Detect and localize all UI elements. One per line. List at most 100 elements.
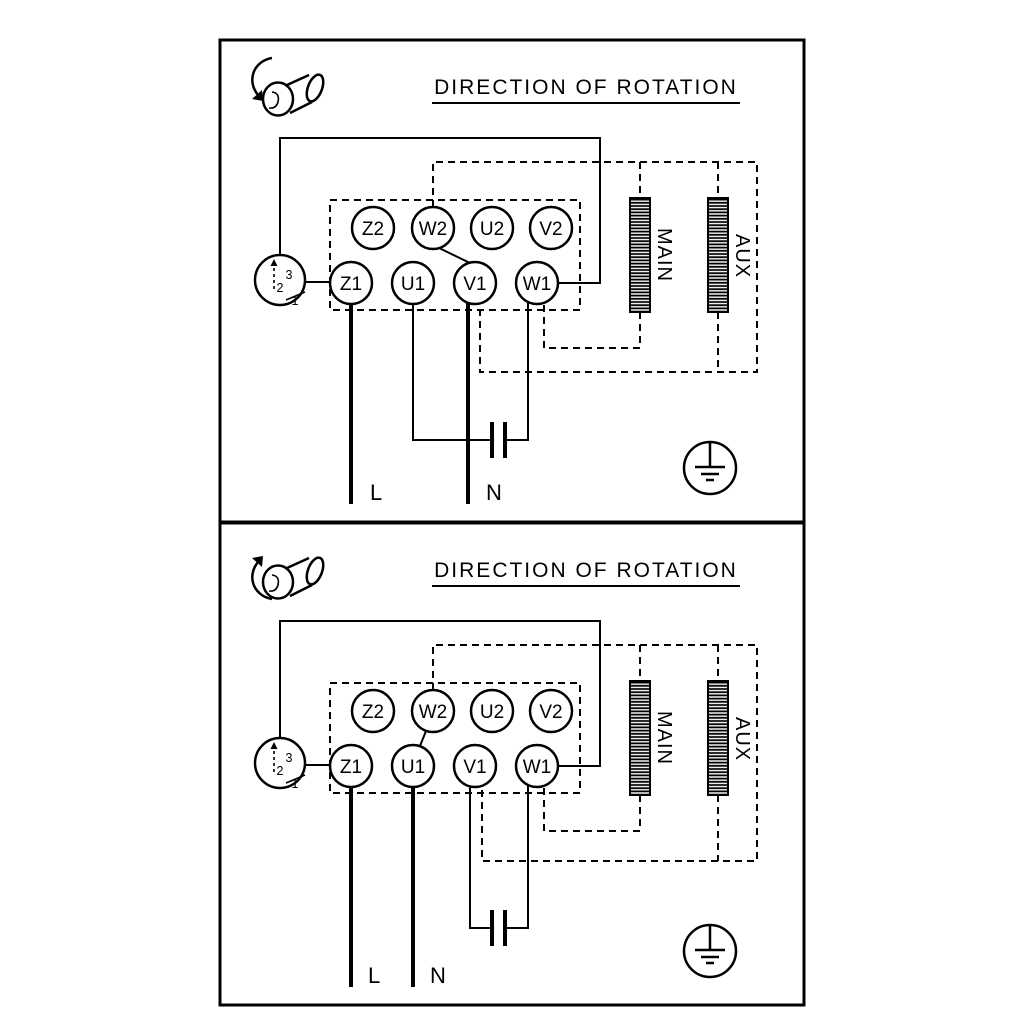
terminal-z1-label: Z1 bbox=[340, 274, 362, 295]
switch-to-w1-wire bbox=[279, 137, 601, 284]
shaft-end-cap bbox=[305, 556, 325, 586]
rotation-icon bbox=[251, 56, 325, 117]
shaft-detail bbox=[268, 574, 280, 592]
terminal-u2 bbox=[469, 688, 515, 734]
internal-wiring bbox=[329, 644, 758, 862]
panel-title: DIRECTION OF ROTATION bbox=[434, 76, 738, 99]
main-to-w1-wire bbox=[543, 302, 641, 349]
w2-aux-v1-loop bbox=[432, 644, 758, 862]
switch-pos-2: 2 bbox=[277, 281, 284, 295]
panel-title: DIRECTION OF ROTATION bbox=[434, 559, 738, 582]
terminal-u1 bbox=[390, 260, 436, 306]
terminal-w2 bbox=[410, 688, 456, 734]
terminal-block-outline bbox=[329, 199, 581, 311]
switch-body bbox=[253, 736, 307, 790]
main-winding: MAIN bbox=[629, 680, 675, 796]
terminal-w1-label: W1 bbox=[523, 274, 552, 295]
terminal-block-outline bbox=[329, 682, 581, 794]
terminal-z2 bbox=[350, 688, 396, 734]
line-n-label: N bbox=[486, 480, 502, 505]
rotary-switch-icon: 3 2 1 bbox=[253, 736, 307, 791]
terminal-w2-label: W2 bbox=[419, 219, 448, 240]
line-l-label: L bbox=[370, 480, 382, 505]
w2-to-u1-link bbox=[419, 730, 427, 747]
rotation-arrowhead bbox=[252, 90, 263, 101]
switch-pos-1: 1 bbox=[292, 294, 299, 308]
terminal-z2-label: Z2 bbox=[362, 219, 384, 240]
ground-bars bbox=[695, 948, 725, 965]
rotation-arrowhead bbox=[252, 556, 263, 567]
line-n-label: N bbox=[430, 963, 446, 988]
aux-winding: AUX bbox=[707, 680, 753, 796]
main-winding-coil bbox=[629, 680, 651, 796]
switch-arrowhead bbox=[270, 259, 278, 266]
external-wiring bbox=[279, 137, 601, 441]
switch-pos-2: 2 bbox=[277, 764, 284, 778]
terminal-z2 bbox=[350, 205, 396, 251]
terminal-w2-label: W2 bbox=[419, 702, 448, 723]
capacitor-to-w1-wire bbox=[507, 785, 529, 929]
aux-winding: AUX bbox=[707, 197, 753, 313]
aux-winding-label: AUX bbox=[731, 717, 753, 761]
wiring-panel-bottom: DIRECTION OF ROTATION Z2 W2 U2 V2 Z1 U1 … bbox=[218, 521, 806, 1007]
supply-wires bbox=[349, 302, 470, 504]
rotation-arrow-icon bbox=[251, 561, 273, 601]
terminal-v2 bbox=[528, 205, 574, 251]
switch-arrowhead bbox=[270, 742, 278, 749]
capacitor-to-w1-wire bbox=[507, 302, 529, 441]
shaft-body bbox=[286, 73, 313, 115]
terminal-w1-label: W1 bbox=[523, 757, 552, 778]
terminal-z1 bbox=[328, 260, 374, 306]
terminal-w1 bbox=[514, 260, 560, 306]
w2-to-v1-link bbox=[436, 246, 471, 264]
capacitor-icon bbox=[490, 422, 507, 458]
switch-body bbox=[253, 253, 307, 307]
switch-pos-1: 1 bbox=[292, 777, 299, 791]
switch-lever bbox=[285, 291, 306, 301]
ground-bars bbox=[695, 465, 725, 482]
terminal-u1-label: U1 bbox=[401, 274, 425, 295]
terminal-u2-label: U2 bbox=[480, 219, 504, 240]
capacitor-icon bbox=[490, 910, 507, 946]
aux-winding-coil bbox=[707, 680, 729, 796]
w2-aux-v1-loop bbox=[432, 161, 758, 373]
terminal-u2-label: U2 bbox=[480, 702, 504, 723]
terminal-u1-label: U1 bbox=[401, 757, 425, 778]
ground-icon bbox=[682, 923, 738, 979]
wiring-panel-top: DIRECTION OF ROTATION Z2 W2 U2 V2 Z1 U1 bbox=[218, 38, 806, 524]
shaft-detail bbox=[268, 91, 280, 109]
terminal-u2 bbox=[469, 205, 515, 251]
terminal-v2 bbox=[528, 688, 574, 734]
line-l-label: L bbox=[368, 963, 380, 988]
switch-lever bbox=[285, 774, 306, 784]
rotation-icon bbox=[251, 556, 325, 601]
switch-pos-3: 3 bbox=[286, 268, 293, 282]
terminal-z1 bbox=[328, 743, 374, 789]
supply-wires bbox=[349, 786, 415, 987]
shaft-end-cap bbox=[305, 73, 325, 103]
panel-border bbox=[218, 521, 806, 1007]
terminal-block: Z2 W2 U2 V2 Z1 U1 V1 W1 bbox=[328, 205, 574, 306]
terminal-v1 bbox=[452, 743, 498, 789]
terminal-block: Z2 W2 U2 V2 Z1 U1 V1 W1 bbox=[328, 688, 574, 789]
terminal-u1 bbox=[390, 743, 436, 789]
main-winding-label: MAIN bbox=[653, 228, 675, 282]
main-winding-coil bbox=[629, 197, 651, 313]
terminal-v2-label: V2 bbox=[539, 702, 562, 723]
terminal-w2 bbox=[410, 205, 456, 251]
switch-to-w1-wire bbox=[279, 620, 601, 767]
shaft-body bbox=[286, 556, 313, 598]
terminal-v1-label: V1 bbox=[463, 757, 486, 778]
rotation-arrow-icon bbox=[251, 56, 273, 96]
aux-winding-coil bbox=[707, 197, 729, 313]
terminal-v1-label: V1 bbox=[463, 274, 486, 295]
u1-to-capacitor-wire bbox=[412, 304, 490, 441]
terminal-v1 bbox=[452, 260, 498, 306]
main-winding: MAIN bbox=[629, 197, 675, 313]
internal-wiring bbox=[329, 161, 758, 373]
terminal-z2-label: Z2 bbox=[362, 702, 384, 723]
terminal-z1-label: Z1 bbox=[340, 757, 362, 778]
v1-to-capacitor-wire bbox=[469, 787, 490, 929]
rotary-switch-icon: 3 2 1 bbox=[253, 253, 307, 308]
